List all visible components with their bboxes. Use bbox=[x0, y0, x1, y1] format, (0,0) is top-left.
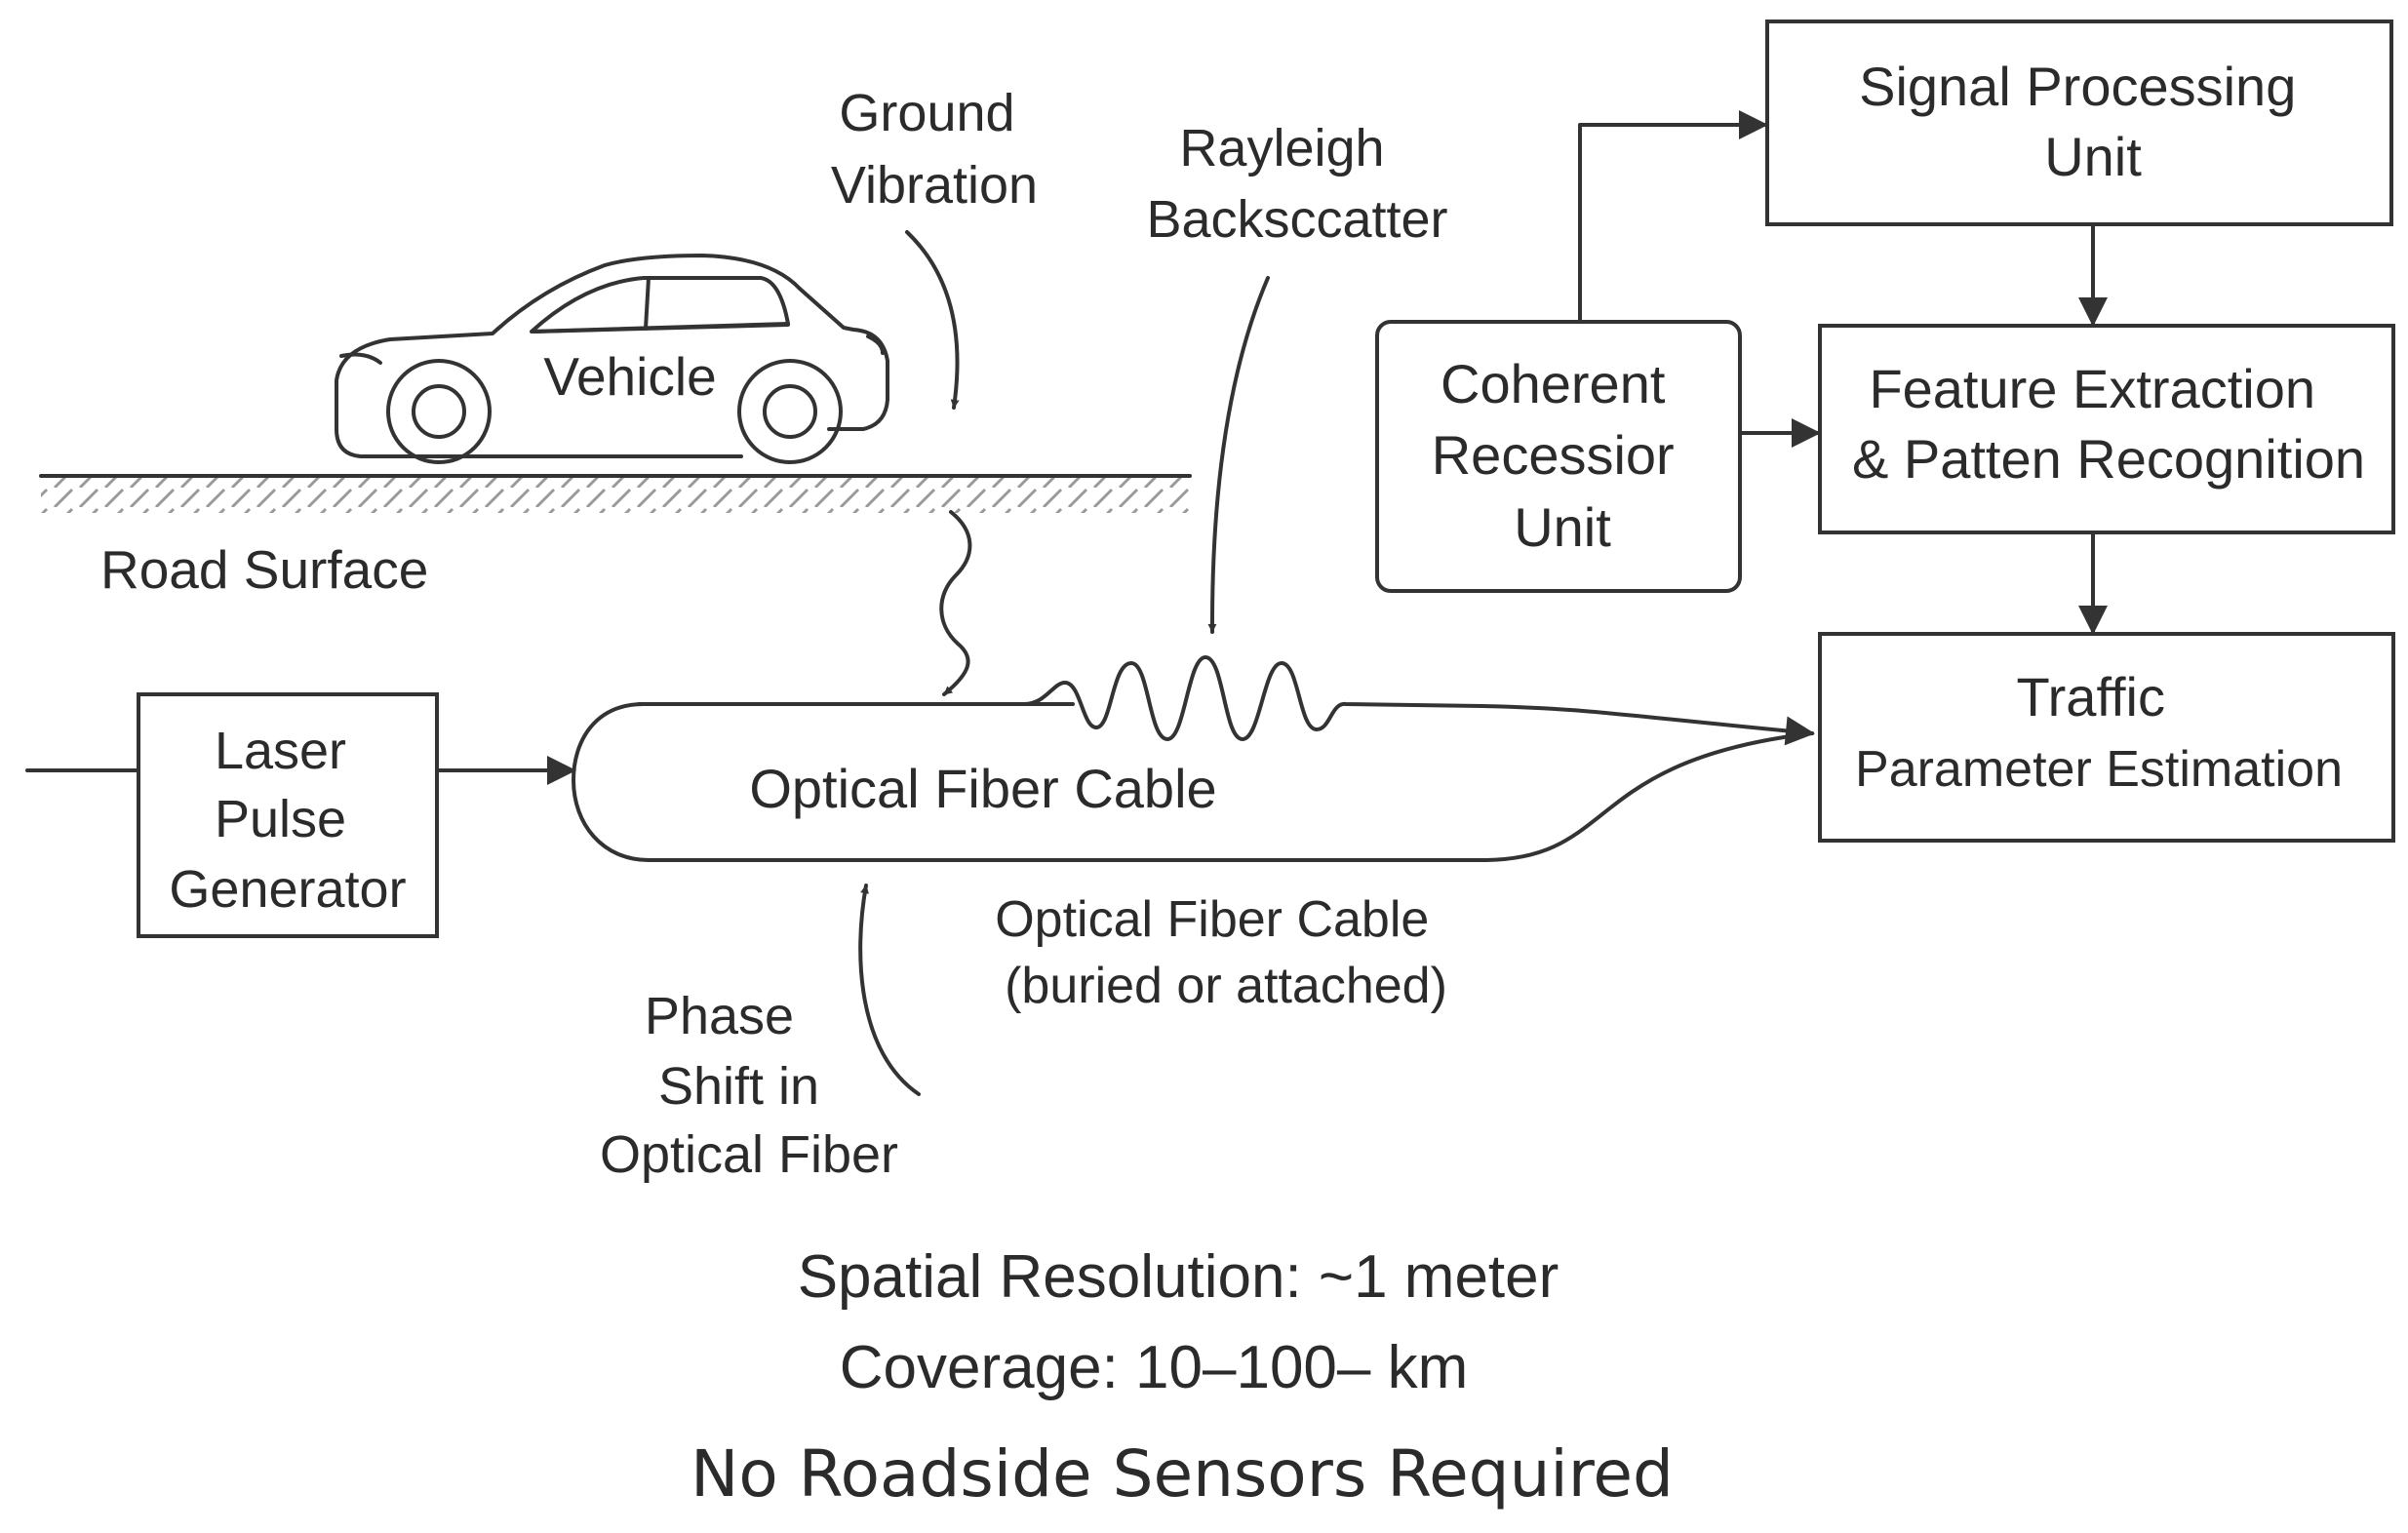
coherent-receiver-unit-box bbox=[1375, 320, 1742, 593]
rayleigh-line-2: Backsccatter bbox=[1146, 190, 1447, 249]
ground-vibration-label: Ground Vibration bbox=[831, 84, 1038, 215]
rayleigh-label: Rayleigh Backsccatter bbox=[1146, 119, 1447, 249]
traffic-line-2: Parameter Estimation bbox=[1855, 741, 2343, 798]
coverage-text: Coverage: 10–100– km bbox=[840, 1334, 1469, 1401]
phase-shift-label: Phase Shift in Optical Fiber bbox=[600, 987, 898, 1184]
ground-vibration-line-2: Vibration bbox=[831, 156, 1038, 215]
optical-fiber-cable-label: Optical Fiber Cable bbox=[749, 758, 1216, 819]
fiber-note-line-1: Optical Fiber Cable bbox=[995, 891, 1429, 948]
ground-vibration-line-1: Ground bbox=[839, 84, 1014, 142]
signal-processing-line-2: Unit bbox=[2044, 126, 2142, 187]
traffic-parameter-estimation-box bbox=[1818, 632, 2395, 843]
coherent-receiver-unit-label: Coherent Recessior Unit bbox=[1432, 353, 1690, 558]
ground-vibration-arrow bbox=[905, 230, 960, 410]
feature-extraction-label: Feature Extraction & Patten Recognition bbox=[1852, 358, 2365, 490]
traffic-line-1: Traffic bbox=[2017, 666, 2165, 727]
coherent-to-signal-arrow bbox=[1578, 110, 1768, 324]
coherent-line-3: Unit bbox=[1514, 496, 1611, 558]
phase-shift-line-2: Shift in bbox=[658, 1057, 819, 1116]
car-icon bbox=[335, 254, 889, 464]
laser-pulse-generator-box bbox=[137, 692, 439, 938]
laser-pulse-generator-label: Laser Pulse Generator bbox=[169, 722, 406, 919]
signal-processing-line-1: Signal Processing bbox=[1859, 56, 2296, 117]
rayleigh-arrow bbox=[1207, 276, 1270, 634]
road-surface-label: Road Surface bbox=[100, 539, 428, 600]
coherent-line-2: Recessior bbox=[1432, 424, 1675, 486]
laser-line-3: Generator bbox=[169, 860, 406, 919]
phase-shift-line-3: Optical Fiber bbox=[600, 1125, 898, 1184]
coherent-line-1: Coherent bbox=[1441, 353, 1666, 414]
vehicle-label: Vehicle bbox=[543, 346, 716, 407]
feature-extraction-box bbox=[1818, 324, 2395, 534]
fiber-wave bbox=[637, 655, 1815, 746]
signal-processing-unit-box bbox=[1765, 20, 2393, 226]
road-surface bbox=[39, 474, 1192, 513]
signal-processing-unit-label: Signal Processing Unit bbox=[1859, 56, 2311, 187]
fiber-note-label: Optical Fiber Cable (buried or attached) bbox=[995, 891, 1447, 1014]
traffic-parameter-estimation-label: Traffic Parameter Estimation bbox=[1855, 666, 2343, 798]
rayleigh-line-1: Rayleigh bbox=[1179, 119, 1384, 177]
fiber-note-line-2: (buried or attached) bbox=[1005, 958, 1447, 1014]
spatial-resolution-text: Spatial Resolution: ~1 meter bbox=[798, 1243, 1559, 1311]
phase-shift-arrow bbox=[858, 884, 921, 1096]
no-roadside-sensors-text: No Roadside Sensors Required bbox=[691, 1436, 1674, 1512]
phase-shift-line-1: Phase bbox=[645, 987, 794, 1045]
vibration-wave-arrow bbox=[939, 510, 972, 696]
laser-line-1: Laser bbox=[215, 722, 346, 780]
laser-line-2: Pulse bbox=[215, 790, 346, 848]
feature-extraction-line-2: & Patten Recognition bbox=[1852, 428, 2365, 490]
feature-extraction-line-1: Feature Extraction bbox=[1869, 358, 2315, 419]
